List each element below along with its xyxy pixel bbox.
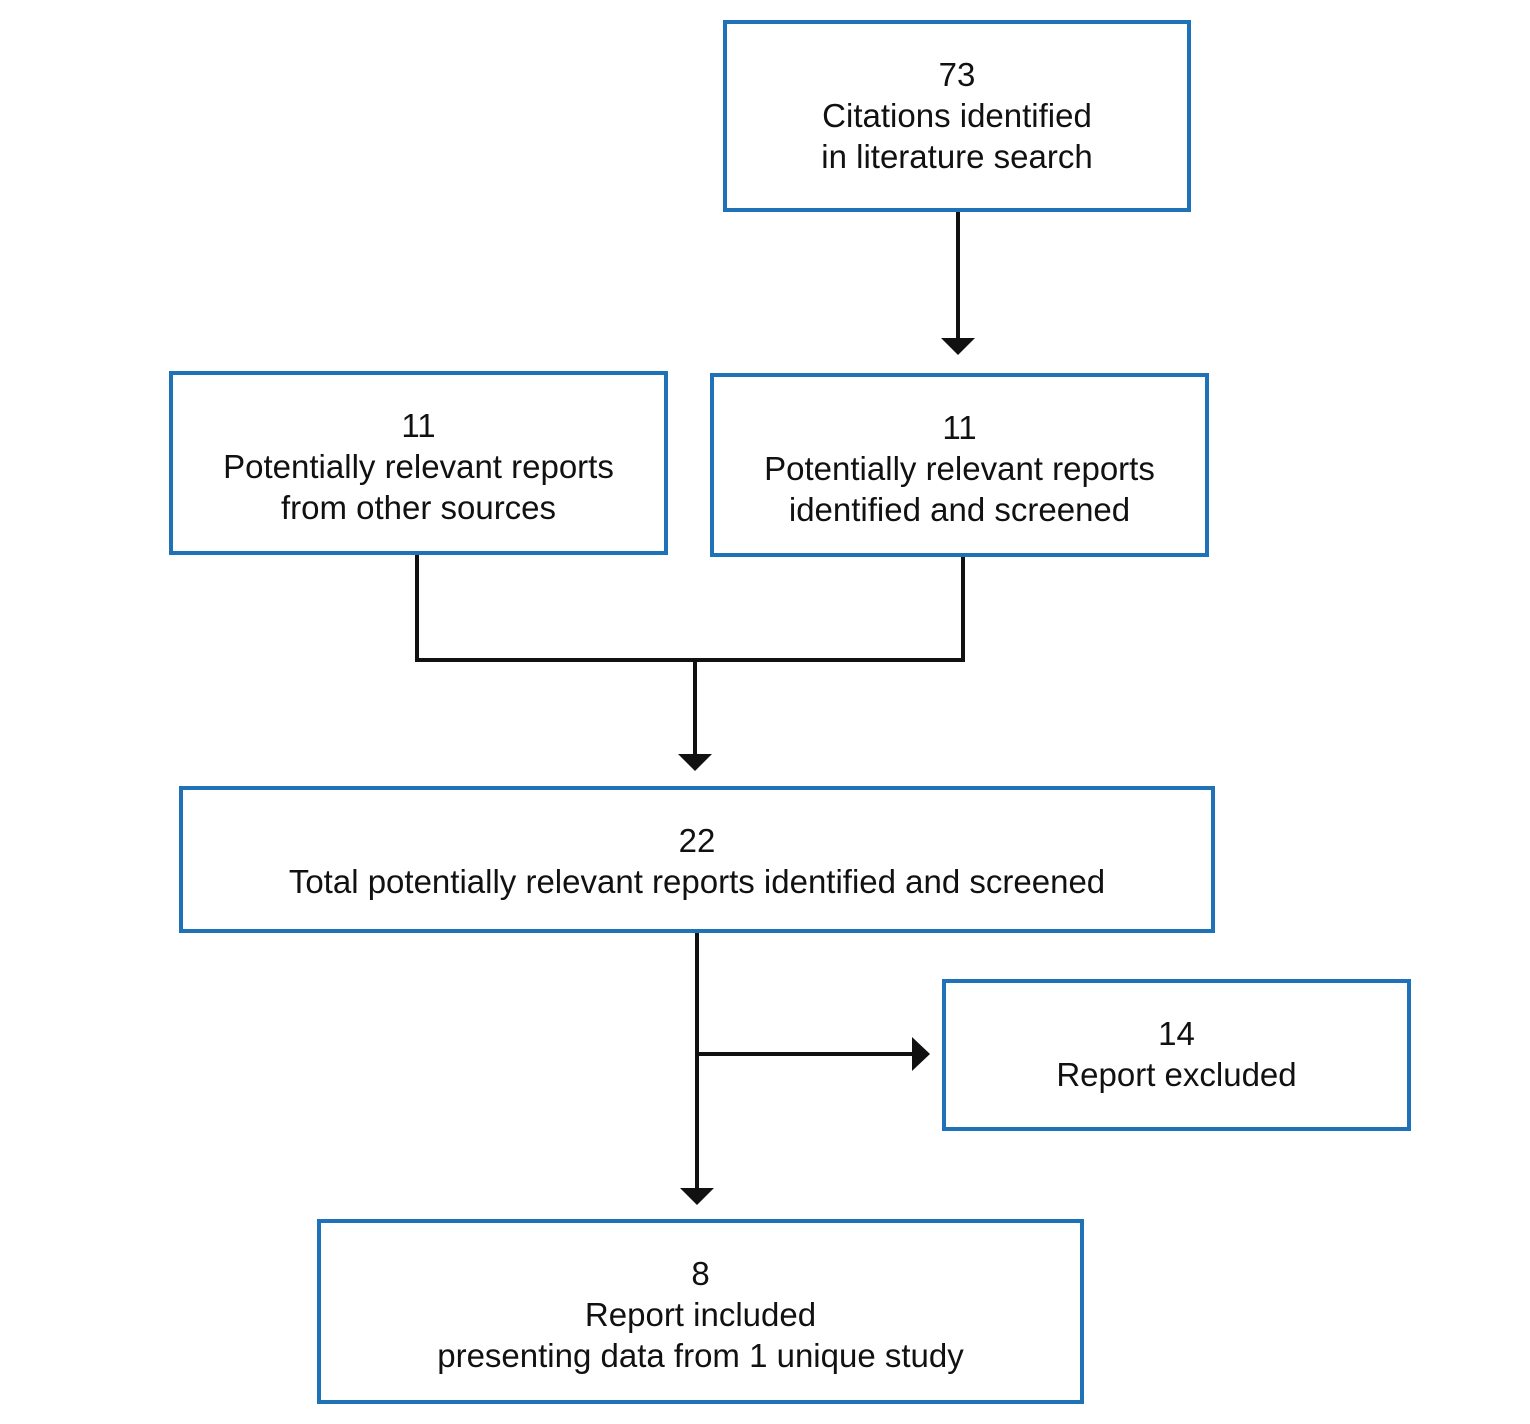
edge-merge-to-total [415,555,965,662]
node-count: 22 [678,822,716,859]
node-count: 11 [401,407,436,444]
node-label-line-2: identified and screened [788,491,1131,528]
arrowhead-down-icon [941,338,975,355]
node-other-sources: 11 Potentially relevant reports from oth… [169,371,668,555]
node-screened: 11 Potentially relevant reports identifi… [710,373,1209,557]
node-label-line-2: presenting data from 1 unique study [437,1337,964,1374]
arrowhead-right-icon [912,1037,930,1071]
node-count: 14 [1158,1015,1195,1052]
node-count: 73 [938,56,976,93]
node-literature-search: 73 Citations identified in literature se… [723,20,1191,212]
node-total: 22 Total potentially relevant reports id… [179,786,1215,933]
node-included: 8 Report included presenting data from 1… [317,1219,1084,1404]
node-label-line-1: Potentially relevant reports [223,448,614,485]
node-label-line-1: Report excluded [1056,1056,1297,1093]
node-label-line-1: Report included [584,1296,817,1333]
node-count: 8 [691,1255,710,1292]
node-label-line-2: from other sources [280,489,557,526]
node-label-line-1: Citations identified [822,97,1092,134]
arrowhead-down-icon [678,754,712,771]
node-label-line-1: Total potentially relevant reports ident… [288,863,1106,900]
node-label-line-1: Potentially relevant reports [764,450,1155,487]
node-label-line-2: in literature search [821,138,1093,175]
arrowhead-down-icon [680,1188,714,1205]
node-excluded: 14 Report excluded [942,979,1411,1131]
node-count: 11 [942,409,977,446]
